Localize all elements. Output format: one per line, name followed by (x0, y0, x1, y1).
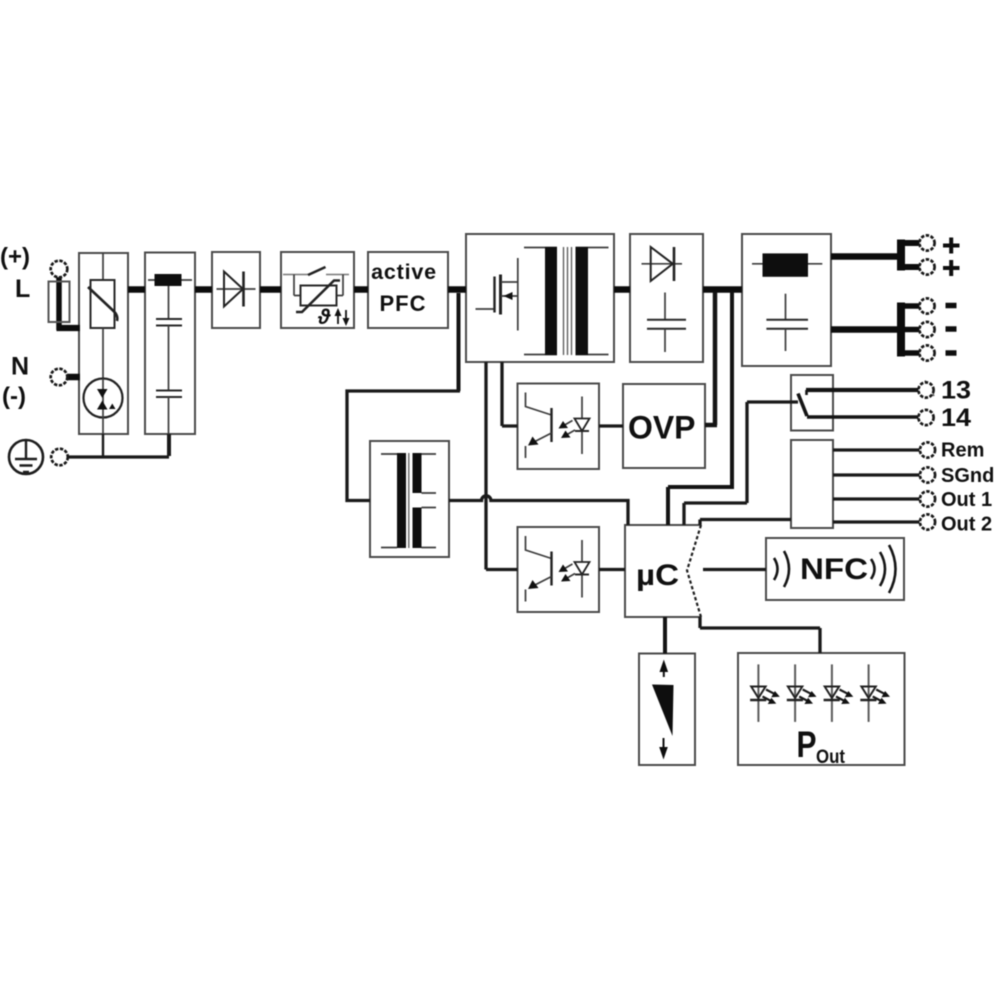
svg-text:14: 14 (941, 404, 971, 432)
svg-text:Out: Out (816, 747, 846, 768)
svg-text:Out 1: Out 1 (941, 489, 992, 511)
svg-text:Out 2: Out 2 (941, 514, 992, 536)
svg-text:OVP: OVP (628, 410, 696, 446)
svg-text:L: L (15, 275, 30, 303)
svg-text:ϑ: ϑ (317, 306, 331, 329)
svg-text:SGnd: SGnd (941, 465, 994, 487)
svg-text:(+): (+) (0, 244, 30, 271)
svg-text:PFC: PFC (380, 291, 427, 316)
svg-text:NFC: NFC (800, 553, 868, 586)
svg-text:active: active (371, 260, 437, 284)
svg-text:µC: µC (636, 559, 679, 592)
svg-text:Rem: Rem (941, 440, 984, 462)
svg-text:13: 13 (941, 377, 971, 405)
svg-text:P: P (797, 724, 817, 765)
svg-text:(-): (-) (2, 383, 26, 410)
svg-text:N: N (11, 353, 29, 381)
